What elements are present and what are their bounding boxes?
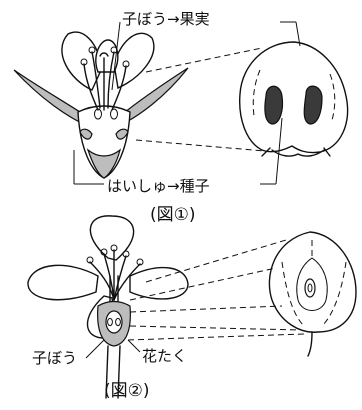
caption-figure2: (図②)	[104, 381, 150, 401]
figure1-flower-section	[14, 32, 188, 178]
label-ovary: 子ぼう	[32, 349, 77, 367]
figure2-flower-section	[28, 216, 188, 398]
figure2-fruit	[269, 232, 356, 356]
figure1-fruit	[240, 42, 348, 156]
label-ovule-to-seed: はいしゅ→種子	[107, 177, 210, 195]
label-ovary-to-fruit: 子ぼう→果実	[122, 10, 210, 28]
caption-figure1: (図①)	[150, 205, 196, 225]
label-receptacle: 花たく	[142, 347, 187, 365]
